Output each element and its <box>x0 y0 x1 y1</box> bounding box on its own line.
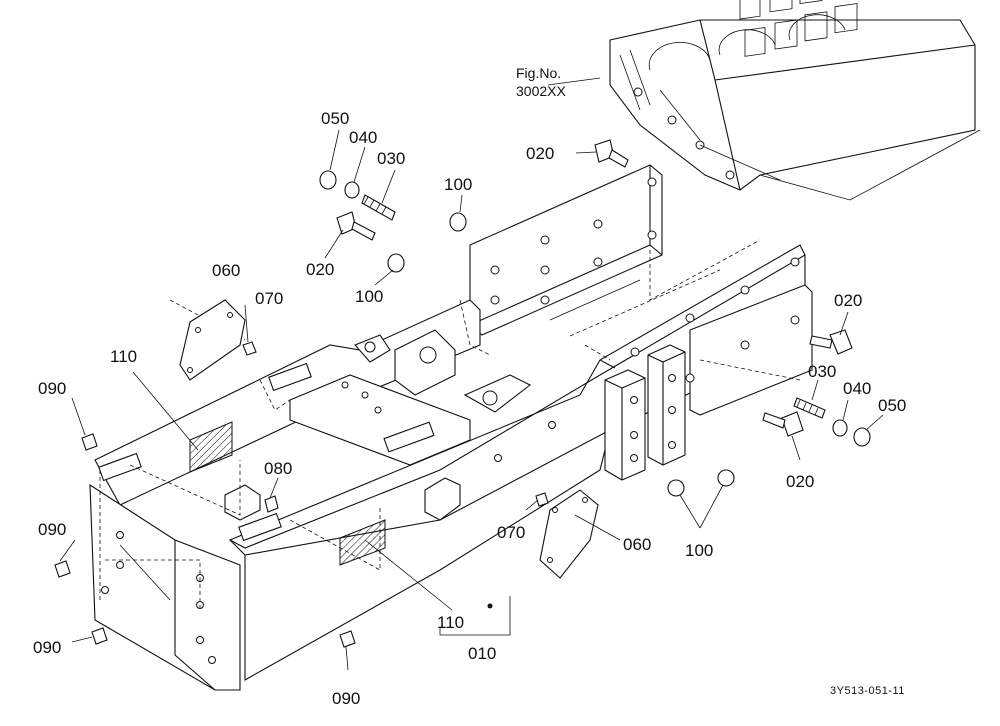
callout-110: 110 <box>437 613 464 632</box>
callout-030: 030 <box>808 362 836 381</box>
callout-100: 100 <box>444 175 472 194</box>
callout-090: 090 <box>332 689 360 708</box>
callout-060: 060 <box>212 261 240 280</box>
leader-lines <box>59 77 884 671</box>
callout-040: 040 <box>349 128 377 147</box>
callout-090: 090 <box>38 520 66 539</box>
fasteners <box>54 139 871 648</box>
callout-080: 080 <box>264 459 292 478</box>
upper-mounting-plate <box>469 164 663 336</box>
callout-070: 070 <box>497 523 525 542</box>
engine-block <box>609 0 981 201</box>
callout-110: 110 <box>110 347 137 366</box>
callout-100: 100 <box>685 541 713 560</box>
callout-060: 060 <box>623 535 651 554</box>
callout-020: 020 <box>306 260 334 279</box>
callout-050: 050 <box>878 396 906 415</box>
figure-reference-number: 3002XX <box>516 83 566 99</box>
callout-labels: 050 040 030 020 100 020 100 060 070 110 … <box>33 109 906 708</box>
figure-reference-label: Fig.No. <box>516 65 561 81</box>
cover-plate-left <box>179 299 246 381</box>
callout-070: 070 <box>255 289 283 308</box>
callout-100: 100 <box>355 287 383 306</box>
callout-010: 010 <box>468 644 496 663</box>
figure-reference: Fig.No. 3002XX <box>516 65 566 99</box>
callout-040: 040 <box>843 379 871 398</box>
spacer-blocks <box>604 344 686 481</box>
cover-plate-right <box>539 489 599 579</box>
front-frame <box>89 239 813 691</box>
callout-020: 020 <box>786 472 814 491</box>
callout-090: 090 <box>33 638 61 657</box>
document-id: 3Y513-051-11 <box>830 685 905 697</box>
callout-030: 030 <box>377 149 405 168</box>
callout-020: 020 <box>526 144 554 163</box>
callout-050: 050 <box>321 109 349 128</box>
callout-020: 020 <box>834 291 862 310</box>
callout-090: 090 <box>38 379 66 398</box>
